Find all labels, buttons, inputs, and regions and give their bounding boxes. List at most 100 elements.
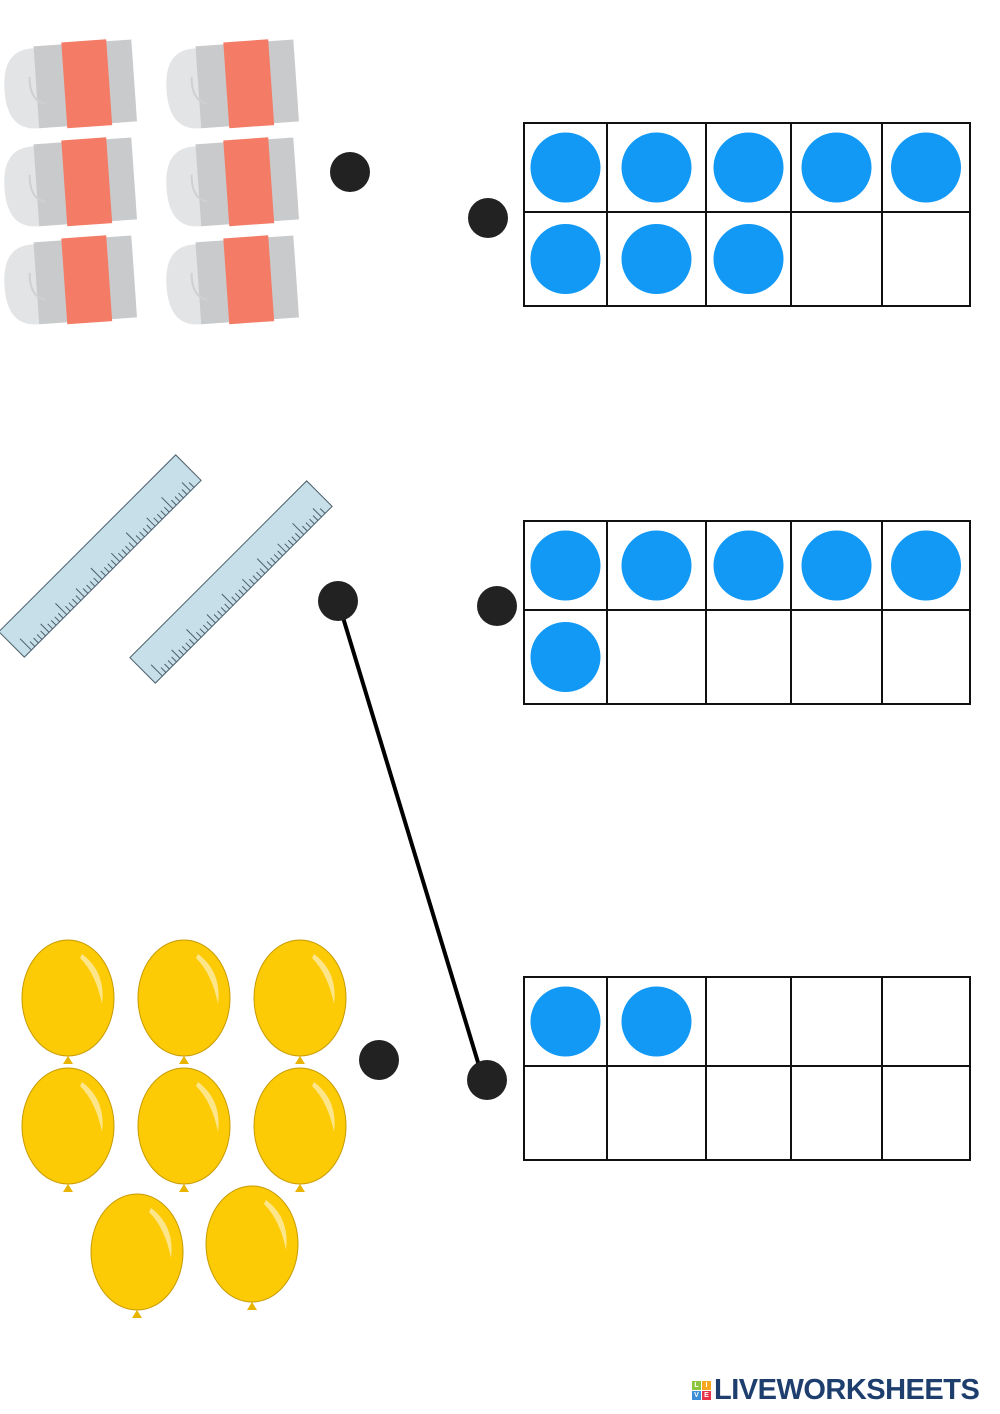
ruler-tick (188, 638, 195, 645)
frame-match-dot[interactable] (468, 198, 508, 238)
balloon-icon (137, 1067, 231, 1192)
ruler-tick (125, 545, 131, 552)
balloon-knot (63, 1056, 73, 1064)
ruler-tick (309, 518, 315, 525)
eraser-sleeve (195, 142, 232, 227)
ruler-tick (171, 649, 181, 659)
frame-match-dot[interactable] (477, 586, 517, 626)
ruler-tick (181, 482, 191, 492)
eraser-highlight (28, 174, 46, 203)
counter-dot (621, 224, 692, 294)
ruler-tick (252, 575, 259, 581)
logo-text: LIVEWORKSHEETS (714, 1374, 980, 1406)
picture-match-dot[interactable] (318, 581, 358, 621)
balloon-body (21, 1067, 115, 1185)
ruler-tick (40, 623, 50, 633)
balloon-knot (247, 1302, 257, 1310)
picture-match-dot[interactable] (330, 152, 370, 192)
counter-dot (891, 132, 961, 203)
ruler-tick (36, 634, 43, 640)
ruler-tick (68, 602, 75, 608)
balloon-icon (205, 1185, 299, 1310)
balloon-body (137, 1067, 231, 1185)
ruler-tick (238, 589, 245, 596)
ruler-tick (163, 506, 170, 513)
ruler-tick (178, 649, 184, 656)
eraser-sleeve (33, 240, 70, 325)
eraser-sleeve (33, 142, 70, 227)
ruler-tick (178, 492, 184, 499)
balloon-shine (196, 954, 219, 1004)
balloon-knot (179, 1184, 189, 1192)
ruler-tick (153, 517, 160, 524)
counter-dot (891, 530, 961, 601)
ruler-tick (75, 588, 85, 598)
frame-match-dot[interactable] (467, 1060, 507, 1100)
ruler-tick (302, 525, 308, 532)
ruler-tick (273, 554, 280, 560)
ruler-tick (312, 508, 322, 518)
counter-dot (530, 986, 601, 1057)
liveworksheets-logo: L I V E LIVEWORKSHEETS (692, 1374, 980, 1407)
logo-letter: L (692, 1381, 701, 1390)
balloon-shine (264, 1200, 287, 1250)
balloon-icon (137, 939, 231, 1064)
ruler-tick (93, 577, 99, 584)
eraser-icon (4, 235, 137, 325)
eraser-sleeve (195, 240, 232, 325)
balloon-body (253, 939, 347, 1057)
ruler-tick (146, 517, 156, 527)
ten-frame (523, 122, 971, 307)
ruler-tick (188, 482, 195, 488)
ruler-tick (47, 623, 53, 630)
ruler-tick (312, 515, 319, 521)
ruler-tick (164, 663, 170, 670)
eraser-highlight (28, 272, 46, 301)
ruler-tick (224, 603, 230, 610)
ruler-tick (100, 570, 107, 577)
balloon-knot (295, 1056, 305, 1064)
ruler-tick (121, 549, 128, 555)
ruler-tick (206, 621, 213, 627)
picture-match-dot[interactable] (359, 1040, 399, 1080)
ruler-tick (292, 522, 305, 535)
balloon-body (90, 1193, 184, 1311)
eraser-icon (4, 39, 137, 129)
balloon-knot (295, 1184, 305, 1192)
ruler-tick (256, 571, 262, 578)
ruler-tick (90, 567, 103, 580)
counter-dot (530, 530, 601, 601)
ruler-tick (259, 568, 266, 574)
eraser-icon (166, 39, 299, 129)
logo-letter: V (692, 1391, 701, 1400)
ruler-tick (55, 603, 68, 616)
eraser-band (61, 235, 113, 325)
ruler-tick (146, 524, 152, 531)
ruler-tick (203, 624, 209, 631)
ruler-tick (171, 656, 177, 663)
ruler-tick (50, 619, 57, 626)
ruler-tick (249, 578, 255, 585)
counter-dot (621, 132, 692, 203)
logo-mark-icon: L I V E (692, 1381, 711, 1400)
counter-dot (621, 986, 692, 1057)
counter-dot (713, 224, 784, 294)
ruler-tick (110, 552, 121, 563)
ten-frame (523, 520, 971, 705)
eraser-icon (4, 137, 137, 227)
balloon-icon (90, 1193, 184, 1318)
ruler-tick (319, 508, 326, 514)
eraser-highlight (28, 76, 46, 105)
logo-letter: I (702, 1381, 711, 1390)
ruler-tick (277, 543, 287, 553)
ruler-tick (29, 641, 36, 647)
ruler-tick (125, 532, 138, 545)
ruler-tick (213, 614, 220, 620)
counter-dot (713, 132, 784, 203)
match-line[interactable] (336, 600, 489, 1093)
counter-dot (713, 530, 784, 601)
ten-frame-border (523, 976, 971, 1161)
ruler-tick (186, 629, 199, 642)
balloon-shine (196, 1082, 219, 1132)
balloon-knot (132, 1310, 142, 1318)
